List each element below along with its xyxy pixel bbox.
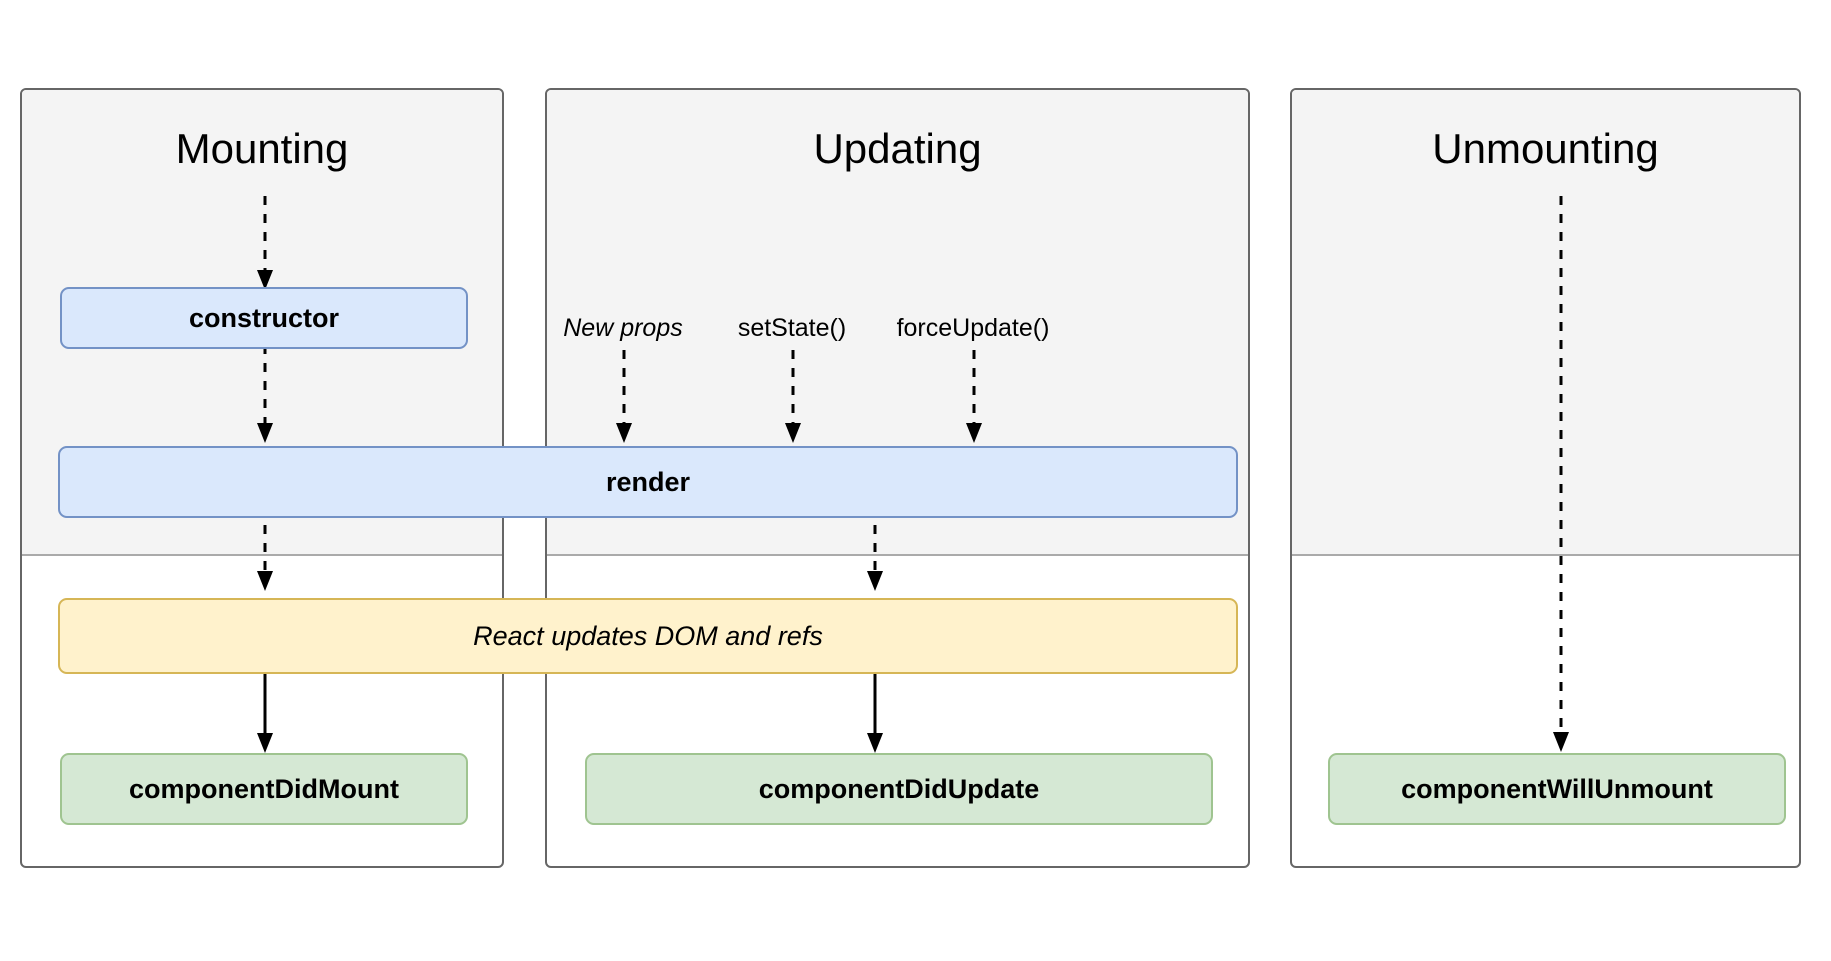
edge-set-state-to-render — [784, 350, 802, 445]
node-component-will-unmount[interactable]: componentWillUnmount — [1328, 753, 1786, 825]
trigger-label-new-props: New props — [563, 314, 683, 342]
node-constructor[interactable]: constructor — [60, 287, 468, 349]
node-component-did-update[interactable]: componentDidUpdate — [585, 753, 1213, 825]
edge-constructor-to-render — [256, 345, 274, 445]
phase-title-mounting: Mounting — [175, 125, 349, 172]
edge-unmounting-to-component-will-unmount — [1552, 196, 1570, 754]
node-render[interactable]: render — [58, 446, 1238, 518]
node-react-updates-dom-and-refs[interactable]: React updates DOM and refs — [58, 598, 1238, 674]
edge-render-to-react-updates-mounting — [256, 489, 274, 593]
edge-mounting-to-constructor — [256, 196, 274, 292]
phase-title-unmounting: Unmounting — [1432, 125, 1659, 172]
node-component-did-mount[interactable]: componentDidMount — [60, 753, 468, 825]
phase-title-updating: Updating — [813, 125, 982, 172]
edge-new-props-to-render — [615, 350, 633, 445]
edge-render-to-react-updates-updating — [866, 489, 884, 593]
trigger-label-set-state: setState() — [737, 314, 847, 342]
trigger-label-force-update: forceUpdate() — [896, 314, 1050, 342]
phase-shade-unmounting — [1292, 90, 1799, 556]
edge-react-updates-to-component-did-mount — [256, 673, 274, 755]
edge-force-update-to-render — [965, 350, 983, 445]
edge-react-updates-to-component-did-update — [866, 673, 884, 755]
phase-panel-unmounting — [1290, 88, 1801, 868]
